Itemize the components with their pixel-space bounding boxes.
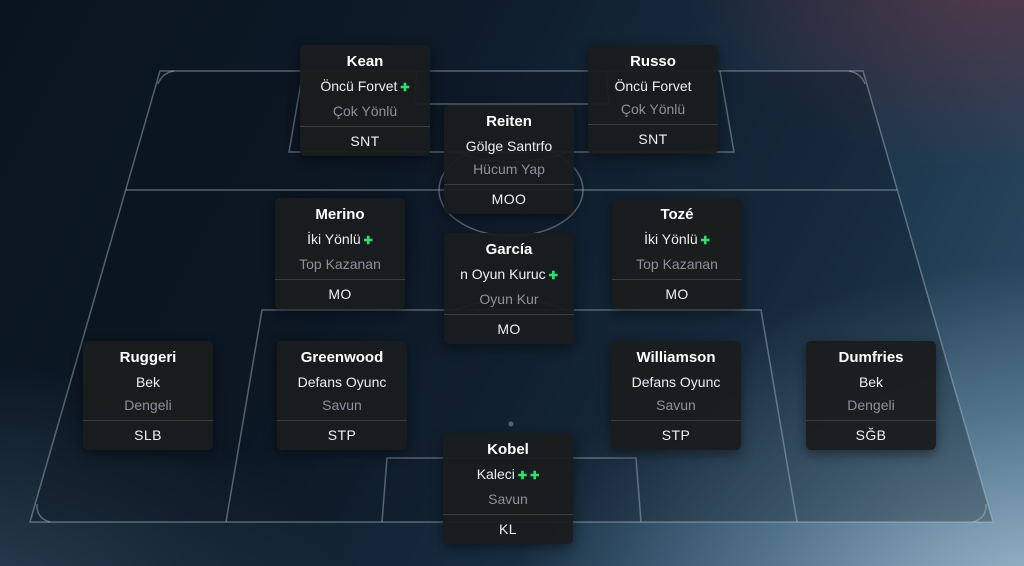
card-divider [588,124,718,125]
player-duty: Dengeli [847,397,895,413]
player-position-code: SNT [638,131,668,147]
card-divider [444,314,574,315]
player-card[interactable]: Kobel Kaleci✚✚ Savun KL [443,433,573,544]
card-divider [444,184,574,185]
player-name: Reiten [486,113,532,130]
player-name: Ruggeri [119,349,177,366]
player-role-text: n Oyun Kuruc [460,266,546,282]
role-plus-icon: ✚ [517,470,528,482]
role-plus-icon: ✚ [530,470,540,482]
player-duty: Savun [322,397,362,413]
card-divider [300,126,430,127]
player-card[interactable]: Ruggeri Bek Dengeli SLB [83,341,213,450]
role-plus-icon: ✚ [548,270,558,282]
player-role-text: Defans Oyunc [631,374,721,390]
card-divider [83,420,213,421]
player-duty: Top Kazanan [636,256,718,272]
player-duty: Çok Yönlü [620,101,686,117]
card-divider [612,279,742,280]
player-position-code: MO [665,286,689,302]
player-position-code: STP [327,427,357,443]
player-duty: Savun [488,491,528,507]
player-position-code: SNT [350,133,380,149]
bottom-penalty-spot [508,421,514,427]
corner-arc-bottom-left [36,503,51,523]
player-role: Bek [816,371,926,394]
player-role-text: Gölge Santrfo [465,138,553,154]
player-role-text: İki Yönlü [307,231,361,247]
player-role: İki Yönlü✚ [622,228,732,253]
player-name: Russo [630,53,676,70]
player-duty: Çok Yönlü [332,103,398,119]
player-position-code: MO [328,286,352,302]
player-position-code: SLB [134,427,162,443]
player-position-code: MOO [491,191,527,207]
player-card[interactable]: García n Oyun Kuruc✚ Oyun Kur MO [444,233,574,344]
player-name: Merino [315,206,365,223]
player-name: Kobel [487,441,529,458]
role-plus-icon: ✚ [400,82,410,94]
player-role: Öncü Forvet✚ [310,75,420,100]
role-plus-icon: ✚ [363,235,373,247]
player-role-text: İki Yönlü [644,231,698,247]
player-card[interactable]: Greenwood Defans Oyunc Savun STP [277,341,407,450]
player-card[interactable]: Tozé İki Yönlü✚ Top Kazanan MO [612,198,742,309]
player-duty: Dengeli [124,397,172,413]
player-name: Dumfries [838,349,904,366]
player-card[interactable]: Dumfries Bek Dengeli SĞB [806,341,936,450]
player-name: García [485,241,533,258]
role-plus-icon: ✚ [700,235,710,247]
player-duty: Savun [656,397,696,413]
card-divider [275,279,405,280]
player-duty: Top Kazanan [299,256,381,272]
player-name: Kean [346,53,384,70]
player-card[interactable]: Kean Öncü Forvet✚ Çok Yönlü SNT [300,45,430,156]
card-divider [443,514,573,515]
corner-arc-top-left [157,70,175,85]
player-position-code: SĞB [855,427,887,443]
corner-arc-top-right [848,70,866,85]
player-position-code: STP [661,427,691,443]
card-divider [806,420,936,421]
player-duty: Hücum Yap [473,161,545,177]
player-role-text: Bek [858,374,884,390]
player-name: Tozé [660,206,694,223]
player-role: Gölge Santrfo [454,135,564,158]
player-role: İki Yönlü✚ [285,228,395,253]
player-role-text: Kaleci [476,466,515,482]
player-card[interactable]: Russo Öncü Forvet Çok Yönlü SNT [588,45,718,154]
player-role-text: Öncü Forvet [614,78,692,94]
player-card[interactable]: Merino İki Yönlü✚ Top Kazanan MO [275,198,405,309]
player-name: Greenwood [300,349,384,366]
player-role: Bek [93,371,203,394]
player-role-text: Defans Oyunc [297,374,387,390]
card-divider [611,420,741,421]
player-role-text: Öncü Forvet [320,78,398,94]
player-role: Defans Oyunc [287,371,397,394]
player-card[interactable]: Williamson Defans Oyunc Savun STP [611,341,741,450]
player-role: Defans Oyunc [621,371,731,394]
player-role-text: Bek [135,374,161,390]
corner-arc-bottom-right [972,503,987,523]
player-role: Öncü Forvet [598,75,708,98]
player-role: Kaleci✚✚ [453,463,563,488]
player-position-code: MO [497,321,521,337]
player-role: n Oyun Kuruc✚ [454,263,564,288]
player-card[interactable]: Reiten Gölge Santrfo Hücum Yap MOO [444,105,574,214]
player-name: Williamson [636,349,716,366]
player-duty: Oyun Kur [479,291,539,307]
card-divider [277,420,407,421]
player-position-code: KL [499,521,517,537]
